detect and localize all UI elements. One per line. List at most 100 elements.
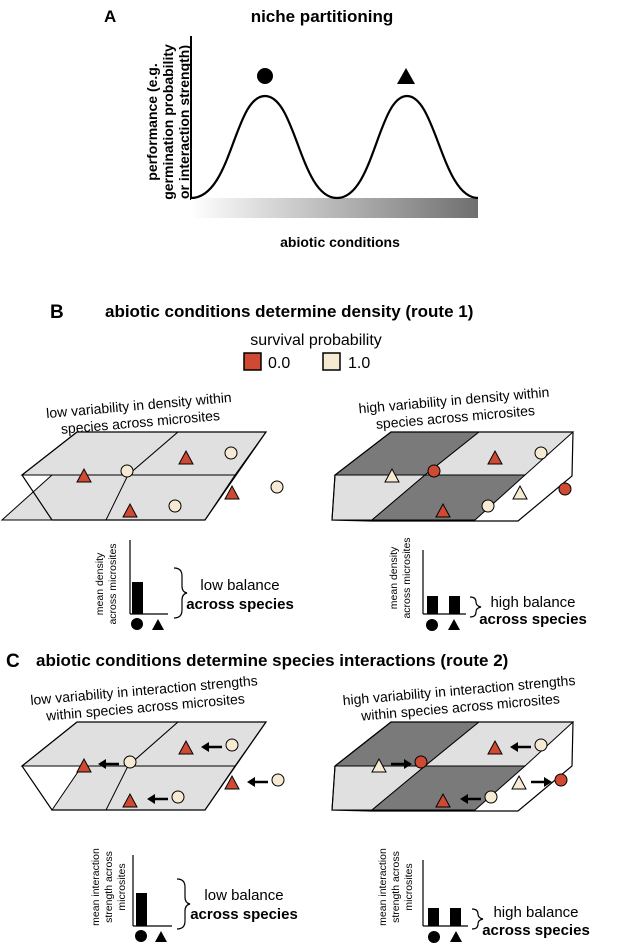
circle-icon <box>427 464 441 478</box>
circle-icon <box>271 773 285 787</box>
triangle-icon <box>487 739 503 755</box>
panel-c-right-caption: high variability in interaction strength… <box>342 672 576 724</box>
bracket-icon <box>173 567 188 619</box>
grid-outline <box>331 721 574 812</box>
triangle-icon <box>122 502 138 518</box>
arrowhead-icon <box>147 794 155 804</box>
svg-text:or interaction strength): or interaction strength) <box>176 45 192 199</box>
circle-icon <box>428 931 440 943</box>
arrowhead-icon <box>404 759 412 769</box>
panel-b-left-microsite-grid <box>0 431 284 521</box>
arrowhead-icon <box>98 759 106 769</box>
triangle-icon <box>435 792 451 808</box>
panel-b-right-microsite-grid <box>331 431 575 522</box>
species-triangle-icon <box>397 68 415 84</box>
mini-chart-bars <box>132 582 143 614</box>
legend-label-1: 1.0 <box>348 355 370 372</box>
panel-c: C abiotic conditions determine species i… <box>6 651 590 943</box>
triangle-icon <box>450 931 462 942</box>
triangle-icon <box>178 739 194 755</box>
panel-b: B abiotic conditions determine density (… <box>0 302 587 631</box>
circle-icon <box>484 790 498 804</box>
triangle-icon <box>511 774 527 790</box>
panel-c-letter: C <box>6 651 20 672</box>
circle-icon <box>558 482 572 496</box>
panel-c-right-mini-chart: mean interaction strength across microsi… <box>377 848 590 943</box>
panel-b-title: abiotic conditions determine density (ro… <box>105 302 473 321</box>
circle-icon <box>131 618 143 630</box>
bracket-icon <box>176 878 191 930</box>
legend-swatch-red <box>243 352 262 371</box>
panel-b-letter: B <box>50 302 64 323</box>
svg-text:across microsites: across microsites <box>401 537 413 618</box>
triangle-icon <box>384 467 400 483</box>
panel-c-title: abiotic conditions determine species int… <box>36 651 508 670</box>
bracket-icon <box>469 596 482 618</box>
balance-label: low balance <box>204 887 283 904</box>
triangle-icon <box>178 449 194 465</box>
balance-label: high balance <box>490 594 575 611</box>
mini-chart-ylabel: mean density across microsites <box>94 543 119 624</box>
triangle-icon <box>435 502 451 518</box>
svg-text:microsites: microsites <box>403 863 415 910</box>
panel-a-xlabel: abiotic conditions <box>280 234 400 250</box>
mini-chart-bar <box>136 893 147 926</box>
circle-icon <box>123 755 137 769</box>
balance-label: low balance <box>200 577 279 594</box>
triangle-icon <box>76 757 92 773</box>
circle-icon <box>135 930 147 942</box>
circle-icon <box>225 738 239 752</box>
balance-label-bold: across species <box>479 611 587 628</box>
panel-a-ylabel: performance (e.g. germination probabilit… <box>144 44 192 200</box>
circle-icon <box>534 446 548 460</box>
balance-label-bold: across species <box>190 906 298 923</box>
svg-text:mean interaction: mean interaction <box>377 848 389 926</box>
grid-outline <box>331 431 574 522</box>
grid-outline <box>21 431 268 521</box>
mini-chart-bars <box>427 596 460 614</box>
balance-label-bold: across species <box>186 596 294 613</box>
panel-b-left-mini-chart: mean density across microsites low balan… <box>94 540 294 630</box>
triangle-icon <box>152 619 164 630</box>
grid-outline <box>21 721 268 811</box>
balance-label: high balance <box>493 904 578 921</box>
mini-chart-bar <box>428 908 439 926</box>
arrowhead-icon <box>544 777 552 787</box>
mini-chart-ylabel: mean interaction strength across microsi… <box>90 848 128 926</box>
mini-chart-ylabel: mean density across microsites <box>388 537 413 618</box>
arrowhead-icon <box>460 794 468 804</box>
legend-title: survival probability <box>250 332 382 349</box>
performance-curve <box>190 94 479 200</box>
circle-icon <box>414 755 428 769</box>
circle-icon <box>534 738 548 752</box>
arrowhead-icon <box>247 777 255 787</box>
balance-label-bold: across species <box>482 922 590 939</box>
circle-icon <box>481 499 495 513</box>
panel-a-letter: A <box>104 7 116 26</box>
svg-text:mean density: mean density <box>388 546 400 609</box>
mini-chart-bar <box>450 908 461 926</box>
panel-a-title: niche partitioning <box>251 7 394 26</box>
mini-chart-bar <box>449 596 460 614</box>
circle-icon <box>426 619 438 631</box>
panel-b-right-caption: high variability in density within speci… <box>358 384 550 432</box>
panel-c-right-microsite-grid <box>331 721 575 812</box>
legend-swatch-cream <box>322 352 341 371</box>
triangle-icon <box>371 757 387 773</box>
mini-chart-ylabel: mean interaction strength across microsi… <box>377 848 415 926</box>
svg-text:mean density: mean density <box>94 552 106 615</box>
svg-text:strength across: strength across <box>103 851 115 923</box>
svg-text:mean interaction: mean interaction <box>90 848 102 926</box>
triangle-icon <box>155 931 167 942</box>
mini-chart-bars <box>428 908 461 926</box>
species-circle-icon <box>257 68 273 84</box>
panel-c-left-microsite-grid <box>20 721 285 811</box>
circle-icon <box>120 464 134 478</box>
panel-c-left-mini-chart: mean interaction strength across microsi… <box>90 848 298 942</box>
panel-b-left-caption: low variability in density within specie… <box>46 389 233 437</box>
svg-text:germination probability: germination probability <box>160 44 176 200</box>
svg-text:across microsites: across microsites <box>107 543 119 624</box>
legend: 0.0 1.0 <box>243 352 370 372</box>
panel-b-right-mini-chart: mean density across microsites high bala… <box>388 537 587 631</box>
